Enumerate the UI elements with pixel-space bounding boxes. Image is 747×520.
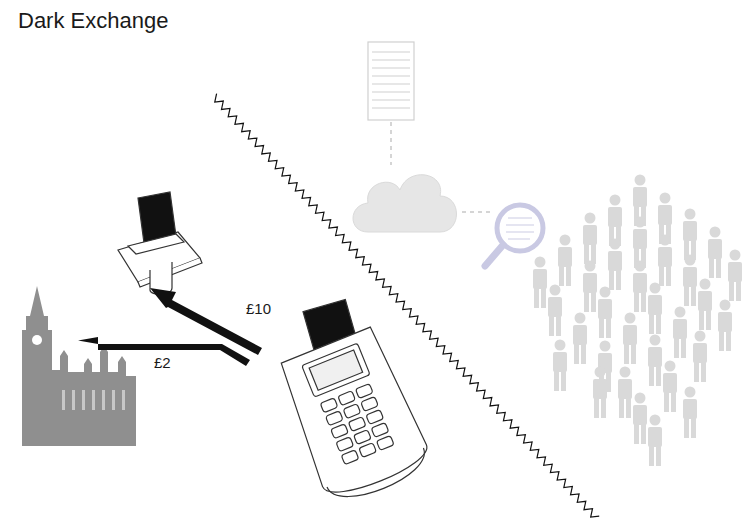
person-figure — [673, 307, 687, 359]
keypad-key — [320, 398, 338, 413]
card-terminal-small — [118, 192, 202, 294]
person-figure — [583, 261, 597, 313]
keypad-key — [371, 423, 389, 438]
keypad-key — [355, 384, 373, 399]
person-figure — [558, 235, 572, 287]
keypad-key — [354, 430, 372, 445]
person-figure — [633, 217, 647, 269]
person-figure — [598, 287, 612, 339]
cloud-icon — [353, 175, 457, 232]
magnifier-icon — [485, 205, 543, 266]
person-figure — [608, 195, 622, 247]
person-figure — [608, 239, 622, 291]
person-figure — [728, 250, 742, 302]
keypad-key — [336, 437, 354, 452]
person-figure — [553, 340, 567, 392]
diagram-title: Dark Exchange — [18, 8, 168, 34]
keypad-key — [361, 397, 379, 412]
keypad-key — [348, 417, 366, 432]
amount-label: £10 — [244, 300, 273, 317]
person-figure — [633, 261, 647, 313]
person-figure — [693, 331, 707, 383]
person-figure — [633, 393, 647, 445]
amount-label: £2 — [152, 354, 173, 371]
person-figure — [708, 227, 722, 279]
person-figure — [718, 300, 732, 352]
person-figure — [698, 279, 712, 331]
person-figure — [648, 335, 662, 387]
keypad-key — [366, 410, 384, 425]
person-figure — [648, 283, 662, 335]
crowd — [533, 175, 742, 467]
divider-line — [215, 94, 599, 517]
person-figure — [663, 361, 677, 413]
person-figure — [683, 255, 697, 307]
keypad-key — [376, 435, 394, 450]
parliament-silhouette — [22, 286, 136, 446]
person-figure — [593, 367, 607, 419]
card-terminal — [259, 287, 436, 509]
keypad-key — [343, 404, 361, 419]
person-figure — [618, 367, 632, 419]
server-icon — [368, 42, 414, 120]
keypad-key — [341, 450, 359, 465]
divider-line — [215, 94, 599, 517]
keypad-key — [359, 443, 377, 458]
person-figure — [623, 313, 637, 365]
person-figure — [533, 257, 547, 309]
person-figure — [648, 415, 662, 467]
person-figure — [573, 313, 587, 365]
keypad-key — [338, 391, 356, 406]
keypad-key — [325, 411, 343, 426]
dashed-link — [462, 211, 492, 213]
person-figure — [658, 235, 672, 287]
dashed-link — [390, 122, 392, 165]
person-figure — [683, 387, 697, 439]
person-figure — [583, 213, 597, 265]
person-figure — [683, 209, 697, 261]
person-figure — [548, 285, 562, 337]
keypad-key — [331, 424, 349, 439]
